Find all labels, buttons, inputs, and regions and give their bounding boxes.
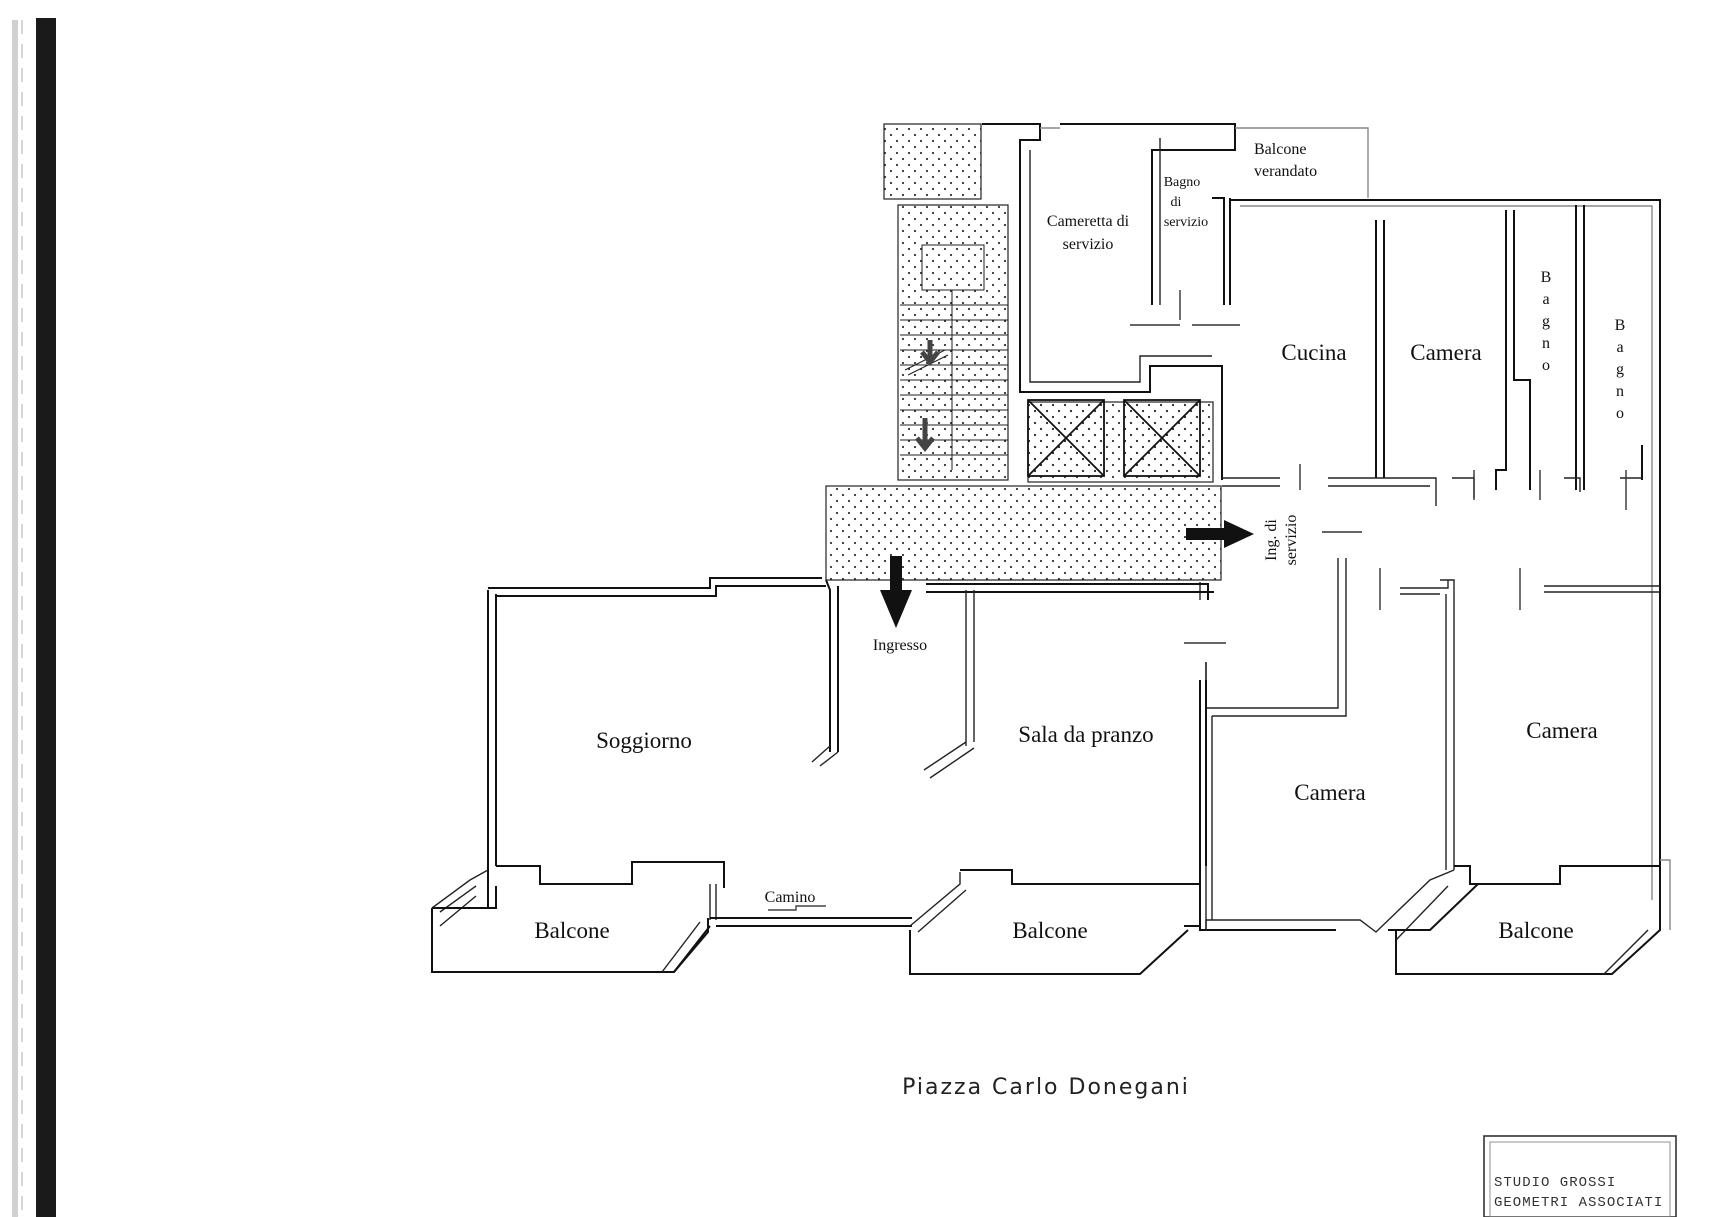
stamp-line-1: STUDIO GROSSI [1494, 1175, 1616, 1191]
stairwell [825, 123, 1222, 581]
label-balcone-3: Balcone [1498, 918, 1573, 943]
label-bagno-2-b: B [1615, 317, 1626, 334]
stamp-line-2: GEOMETRI ASSOCIATI [1494, 1195, 1663, 1211]
label-cameretta-line1: Cameretta di [1047, 213, 1130, 230]
label-balcone-1: Balcone [534, 918, 609, 943]
studio-stamp: STUDIO GROSSI GEOMETRI ASSOCIATI [1483, 1135, 1677, 1217]
elevator-shafts [1027, 399, 1201, 477]
label-bagno-1-b: B [1541, 269, 1552, 286]
street-label: Piazza Carlo Donegani [902, 1075, 1190, 1100]
balconies [431, 869, 1661, 975]
label-cucina: Cucina [1281, 340, 1346, 365]
service-wing-walls [982, 123, 1369, 480]
label-bagno-1-o: o [1542, 357, 1550, 374]
label-sala-pranzo: Sala da pranzo [1018, 722, 1153, 747]
label-camera-3: Camera [1526, 718, 1598, 743]
label-bagno-2-a: a [1616, 339, 1623, 356]
label-camera-1: Camera [1410, 340, 1482, 365]
label-balcone-verandato-1: Balcone [1254, 141, 1306, 158]
label-balcone-verandato-2: verandato [1254, 163, 1317, 180]
fireplace-mark [768, 905, 826, 911]
label-bagno-1-a: a [1542, 291, 1549, 308]
label-ingresso-servizio-2: servizio [1283, 515, 1300, 566]
label-camino: Camino [765, 889, 816, 906]
label-bagno-servizio-3: servizio [1164, 215, 1208, 230]
label-bagno-1-n: n [1542, 335, 1550, 352]
label-camera-2: Camera [1294, 780, 1366, 805]
label-bagno-2-n: n [1616, 383, 1624, 400]
label-cameretta-line2: servizio [1063, 236, 1114, 253]
label-bagno-1-g: g [1542, 313, 1550, 330]
label-balcone-2: Balcone [1012, 918, 1087, 943]
entrance-arrows [880, 520, 1254, 628]
label-bagno-2-g: g [1616, 361, 1624, 378]
label-bagno-servizio-1: Bagno [1164, 175, 1201, 190]
label-bagno-2-o: o [1616, 405, 1624, 422]
scan-edge [12, 18, 56, 1217]
room-labels: Cameretta di servizio Bagno di servizio … [534, 141, 1625, 943]
label-bagno-servizio-2: di [1171, 195, 1182, 210]
apartment-walls [487, 199, 1671, 933]
label-soggiorno: Soggiorno [596, 728, 692, 753]
label-ingresso: Ingresso [873, 637, 927, 654]
label-ingresso-servizio-1: Ing. di [1263, 519, 1280, 561]
